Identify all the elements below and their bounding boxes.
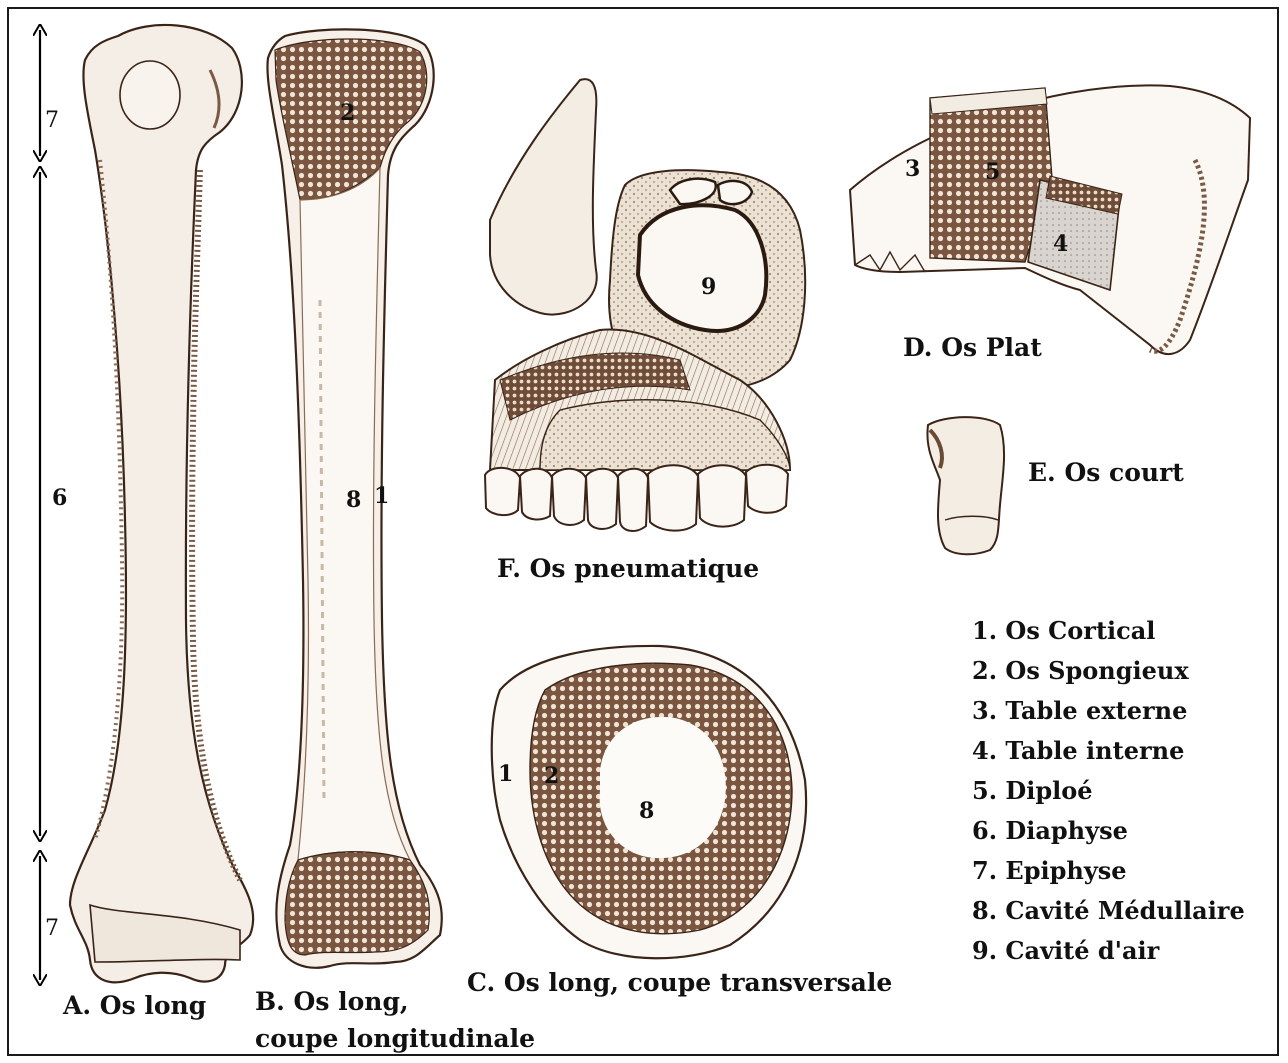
marker-b-cortical: 1 — [374, 485, 389, 507]
caption-os-plat: D. Os Plat — [903, 335, 1042, 360]
legend: 1. Os Cortical 2. Os Spongieux 3. Table … — [972, 615, 1245, 975]
legend-item: 1. Os Cortical — [972, 615, 1245, 655]
marker-c-medullaire: 8 — [639, 800, 654, 822]
marker-b-spongieux: 2 — [340, 102, 355, 124]
caption-os-court: E. Os court — [1028, 460, 1184, 485]
pneumatic-bone-f — [485, 79, 805, 531]
marker-d-externe: 3 — [905, 158, 920, 180]
legend-item: 7. Epiphyse — [972, 855, 1245, 895]
marker-d-interne: 4 — [1053, 233, 1068, 255]
legend-item: 8. Cavité Médullaire — [972, 895, 1245, 935]
caption-os-pneumatique: F. Os pneumatique — [497, 556, 759, 581]
legend-item: 3. Table externe — [972, 695, 1245, 735]
short-bone-e — [927, 417, 1004, 554]
marker-epiphyse-bottom: 7 — [45, 918, 59, 940]
marker-c-spongieux: 2 — [544, 765, 559, 787]
legend-item: 9. Cavité d'air — [972, 935, 1245, 975]
caption-coupe-transversale: C. Os long, coupe transversale — [467, 970, 892, 995]
marker-f-air: 9 — [701, 276, 716, 298]
legend-item: 4. Table interne — [972, 735, 1245, 775]
marker-d-diploe: 5 — [985, 161, 1000, 183]
long-bone-a — [70, 25, 253, 982]
caption-coupe-longitudinale-line2: coupe longitudinale — [255, 1026, 535, 1051]
marker-epiphyse-top: 7 — [45, 110, 59, 132]
marker-diaphyse: 6 — [52, 487, 67, 509]
marker-b-medullaire: 8 — [346, 489, 361, 511]
legend-item: 5. Diploé — [972, 775, 1245, 815]
caption-coupe-longitudinale-line1: B. Os long, — [255, 989, 409, 1014]
marker-c-cortical: 1 — [498, 763, 513, 785]
legend-item: 6. Diaphyse — [972, 815, 1245, 855]
caption-os-long: A. Os long — [63, 993, 206, 1018]
legend-item: 2. Os Spongieux — [972, 655, 1245, 695]
flat-bone-d — [850, 85, 1250, 354]
